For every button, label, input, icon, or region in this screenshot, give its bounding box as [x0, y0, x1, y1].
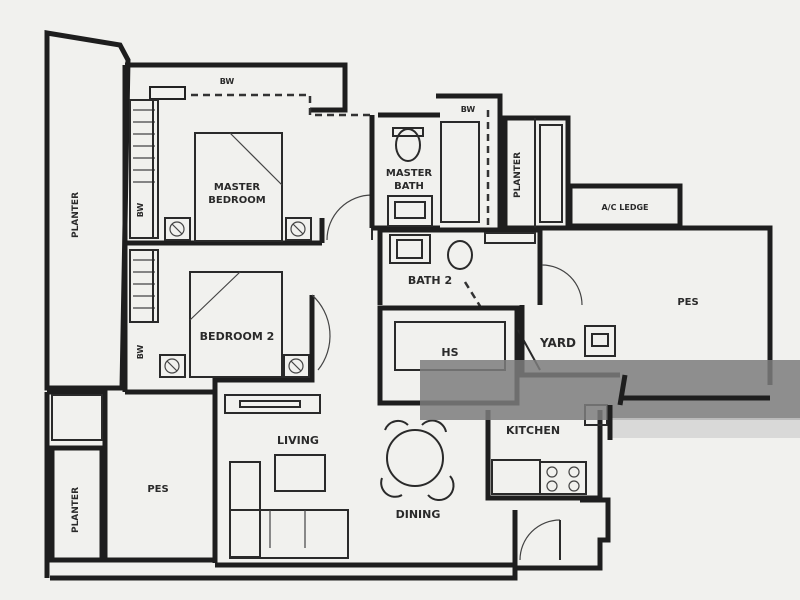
- label-hs: HS: [441, 346, 458, 359]
- master-bedroom: [122, 62, 373, 392]
- label-planter-bottom: PLANTER: [71, 487, 81, 533]
- label-bw-bed2-side: BW: [136, 345, 145, 360]
- label-bath2: BATH 2: [408, 274, 452, 287]
- label-ac-ledge: A/C LEDGE: [601, 203, 648, 212]
- planter-left: [44, 30, 131, 391]
- pes-right: [568, 225, 773, 385]
- label-bw-bath: BW: [461, 105, 476, 114]
- label-master-bath-2: BATH: [394, 181, 424, 192]
- living-dining: [50, 392, 611, 581]
- label-bedroom2: BEDROOM 2: [200, 330, 275, 343]
- label-bw-master-side: BW: [136, 203, 145, 218]
- label-pes-left: PES: [147, 484, 168, 495]
- label-kitchen: KITCHEN: [506, 424, 560, 437]
- label-master-bath-1: MASTER: [386, 168, 433, 179]
- label-dining: DINING: [396, 508, 441, 521]
- label-master-bedroom-2: BEDROOM: [208, 195, 265, 206]
- bedroom-2: [125, 249, 331, 395]
- planter-bottom: [49, 445, 105, 563]
- label-pes-right: PES: [677, 297, 698, 308]
- label-planter-left: PLANTER: [71, 192, 81, 238]
- overlay-band-lower: [610, 418, 800, 438]
- label-master-bedroom-1: MASTER: [214, 182, 261, 193]
- label-yard: YARD: [539, 336, 576, 350]
- label-living: LIVING: [277, 434, 319, 447]
- label-planter-right: PLANTER: [513, 152, 523, 198]
- pes-left: [44, 389, 215, 578]
- bath-2: [377, 227, 583, 307]
- master-bath: [369, 93, 503, 231]
- label-bw-top: BW: [220, 77, 235, 86]
